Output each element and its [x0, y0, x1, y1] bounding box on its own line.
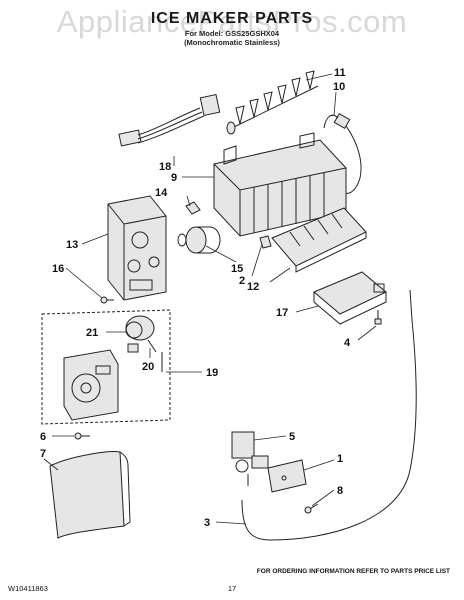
- model-line: For Model: GSS25GSHX04: [184, 29, 280, 38]
- drive-cylinder[interactable]: [177, 226, 221, 254]
- front-cover[interactable]: [49, 451, 131, 539]
- callout-4: 4: [344, 337, 351, 349]
- callout-14: 14: [155, 187, 168, 199]
- page-number: 17: [227, 584, 237, 593]
- ejector[interactable]: [226, 70, 319, 135]
- ice-mold[interactable]: [213, 132, 347, 237]
- thermostat[interactable]: [323, 112, 362, 194]
- callout-19: 19: [206, 367, 218, 379]
- callout-10: 10: [333, 81, 345, 93]
- ordering-info: FOR ORDERING INFORMATION REFER TO PARTS …: [256, 568, 450, 575]
- callout-12: 12: [247, 281, 259, 293]
- callout-17: 17: [276, 307, 288, 319]
- callout-8: 8: [337, 485, 343, 497]
- control-housing[interactable]: [107, 195, 167, 301]
- control-assembly-box: [41, 309, 171, 425]
- callout-3: 3: [204, 517, 210, 529]
- callout-18: 18: [159, 161, 171, 173]
- callout-numbers: 11 10 18 9 14 13 16 15 2 12 17 4 21 20 1…: [40, 67, 351, 529]
- document-number: W10411863: [8, 584, 48, 593]
- valve-bracket[interactable]: [267, 459, 307, 493]
- callout-13: 13: [66, 239, 78, 251]
- callout-9: 9: [171, 172, 177, 184]
- callout-6: 6: [40, 431, 46, 443]
- callout-7: 7: [40, 448, 46, 460]
- bracket-screw[interactable]: [374, 310, 382, 325]
- finish-line: (Monochromatic Stainless): [184, 38, 280, 47]
- valve-screw[interactable]: [304, 503, 319, 514]
- mounting-bracket[interactable]: [313, 271, 387, 325]
- water-valve[interactable]: [231, 431, 269, 486]
- callout-15: 15: [231, 263, 243, 275]
- callout-1: 1: [337, 453, 343, 465]
- callout-2: 2: [239, 275, 245, 287]
- mold-clip[interactable]: [185, 201, 201, 215]
- housing-screw[interactable]: [100, 296, 114, 304]
- plate-screw[interactable]: [74, 432, 90, 440]
- leader-lines: [43, 73, 377, 525]
- callout-16: 16: [52, 263, 64, 275]
- mold-cover[interactable]: [271, 207, 367, 273]
- callout-11: 11: [334, 67, 346, 79]
- watermark: AppliancePartsPros.com: [56, 4, 408, 39]
- callout-5: 5: [289, 431, 295, 443]
- fill-tube[interactable]: [241, 289, 417, 541]
- control-plate[interactable]: [63, 349, 119, 421]
- page-title: ICE MAKER PARTS: [150, 10, 314, 27]
- motor-connector[interactable]: [127, 343, 163, 372]
- callout-20: 20: [142, 361, 154, 373]
- callout-21: 21: [86, 327, 98, 339]
- control-motor[interactable]: [125, 315, 157, 353]
- wire-harness[interactable]: [118, 93, 221, 147]
